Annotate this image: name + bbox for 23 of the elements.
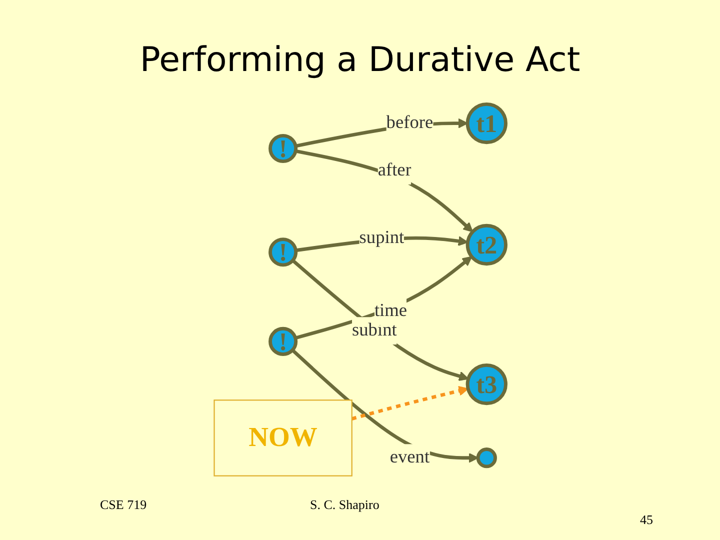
footer-text: CSE 719: [100, 497, 147, 513]
arrow: [292, 259, 469, 382]
node-circle: !: [268, 326, 298, 356]
page-number: 45: [640, 512, 653, 528]
slide-title: Performing a Durative Act: [138, 40, 582, 80]
edge-label: event: [390, 448, 430, 468]
node-box: NOW: [214, 400, 352, 476]
arrow: [291, 348, 478, 463]
arrow: [295, 149, 474, 232]
node-circle: t3: [466, 363, 508, 406]
arrow: [351, 386, 469, 420]
footer-text: S. C. Shapiro: [310, 497, 380, 513]
node-circle: t1: [466, 102, 508, 144]
node-circle: !: [268, 238, 298, 267]
edge-label: before: [386, 112, 434, 132]
node-circle: t2: [466, 224, 508, 266]
node-circle: !: [268, 134, 298, 164]
edge-label: subint: [352, 320, 397, 340]
arrow: [294, 256, 472, 340]
edge-label: after: [378, 160, 412, 180]
node-circle: [476, 448, 497, 468]
edge-label: time: [374, 301, 408, 321]
edge-label: supint: [359, 228, 404, 248]
